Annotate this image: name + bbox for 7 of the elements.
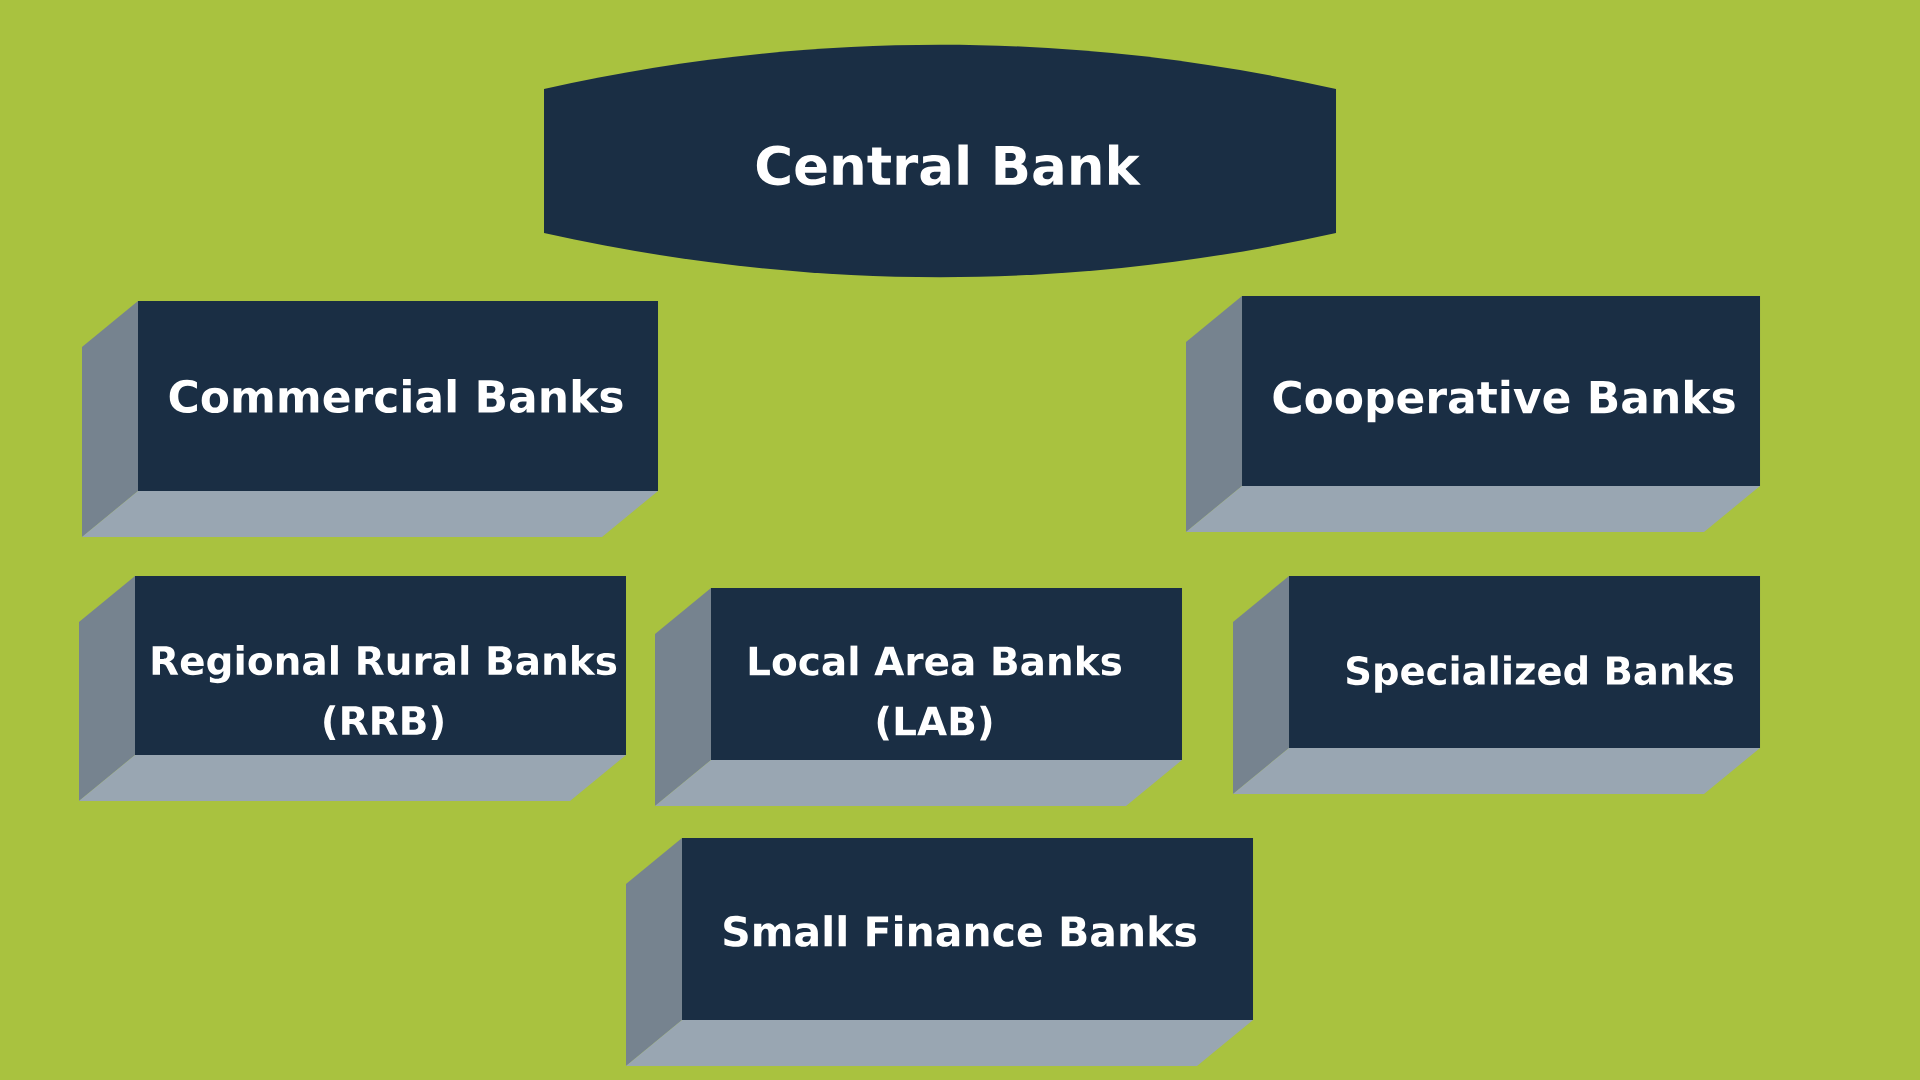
extruded-box: Small Finance Banks: [626, 838, 1253, 1066]
extruded-box: Local Area Banks (LAB): [655, 588, 1182, 806]
extruded-box: Cooperative Banks: [1186, 296, 1760, 532]
extruded-box: Regional Rural Banks (RRB): [79, 576, 626, 801]
extruded-box: Specialized Banks: [1233, 576, 1760, 794]
curved-banner: Central Bank: [544, 44, 1336, 278]
extruded-box: Commercial Banks: [82, 301, 658, 537]
